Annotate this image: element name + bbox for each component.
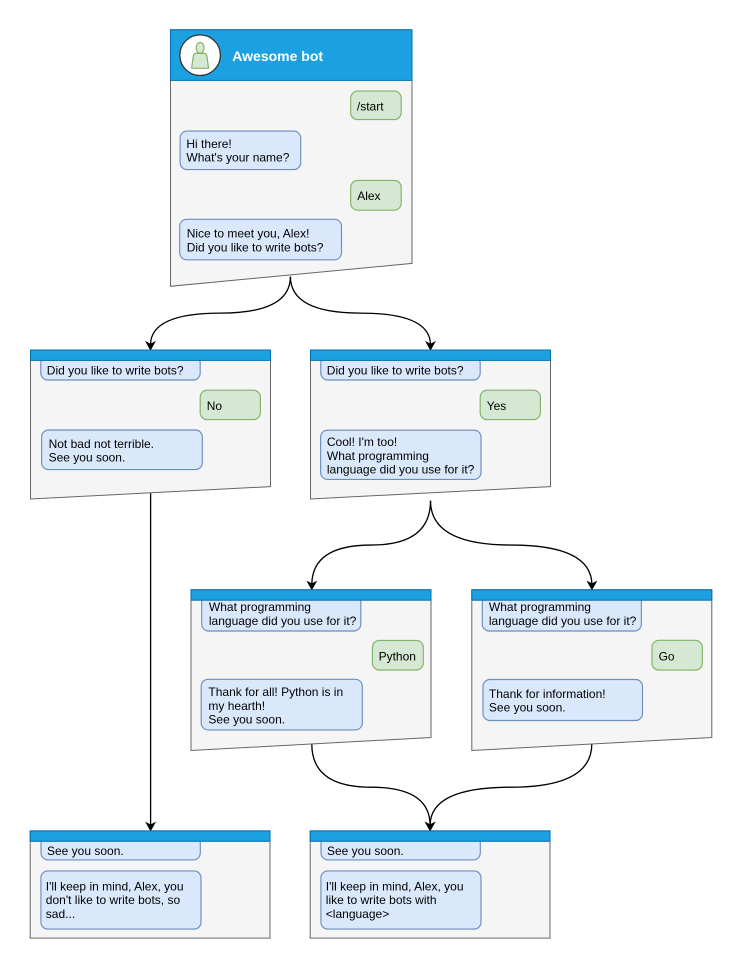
svg-text:<language>: <language> — [326, 907, 389, 921]
svg-text:No: No — [207, 399, 223, 413]
svg-text:What programming: What programming — [209, 600, 311, 614]
svg-text:What's your name?: What's your name? — [186, 151, 289, 165]
svg-text:I'll keep in mind, Alex, you: I'll keep in mind, Alex, you — [326, 880, 464, 894]
svg-text:language did you use for it?: language did you use for it? — [209, 614, 357, 628]
svg-text:Thank for all! Python is in: Thank for all! Python is in — [208, 685, 343, 699]
svg-text:Did you like to write bots?: Did you like to write bots? — [47, 364, 184, 378]
svg-text:See you soon.: See you soon. — [208, 713, 285, 727]
svg-text:language did you use for it?: language did you use for it? — [489, 614, 637, 628]
svg-text:my hearth!: my hearth! — [208, 699, 265, 713]
svg-text:don't like to write bots, so: don't like to write bots, so — [46, 893, 181, 907]
svg-text:language did you use for it?: language did you use for it? — [327, 463, 475, 477]
svg-text:Go: Go — [659, 649, 675, 663]
svg-text:like to write bots with: like to write bots with — [326, 893, 437, 907]
svg-text:sad...: sad... — [46, 907, 75, 921]
svg-text:See you soon.: See you soon. — [47, 844, 124, 858]
svg-text:Nice to meet you, Alex!: Nice to meet you, Alex! — [187, 227, 310, 241]
svg-text:Awesome bot: Awesome bot — [232, 48, 323, 64]
svg-text:/start: /start — [357, 99, 384, 113]
svg-text:See you soon.: See you soon. — [327, 844, 404, 858]
svg-text:Hi there!: Hi there! — [186, 137, 231, 151]
svg-text:Did you like to write bots?: Did you like to write bots? — [327, 364, 464, 378]
svg-text:Did you like to write bots?: Did you like to write bots? — [187, 240, 324, 254]
svg-text:Cool! I'm too!: Cool! I'm too! — [327, 435, 397, 449]
svg-text:Yes: Yes — [487, 399, 507, 413]
svg-text:I'll keep in mind, Alex, you: I'll keep in mind, Alex, you — [46, 880, 184, 894]
svg-text:What programming: What programming — [489, 600, 591, 614]
svg-text:Not bad not terrible.: Not bad not terrible. — [49, 437, 154, 451]
svg-text:What programming: What programming — [327, 449, 429, 463]
svg-text:See you soon.: See you soon. — [49, 451, 126, 465]
svg-text:Python: Python — [379, 649, 416, 663]
svg-text:See you soon.: See you soon. — [489, 701, 566, 715]
svg-text:Thank for information!: Thank for information! — [489, 687, 606, 701]
svg-text:Alex: Alex — [357, 189, 380, 203]
